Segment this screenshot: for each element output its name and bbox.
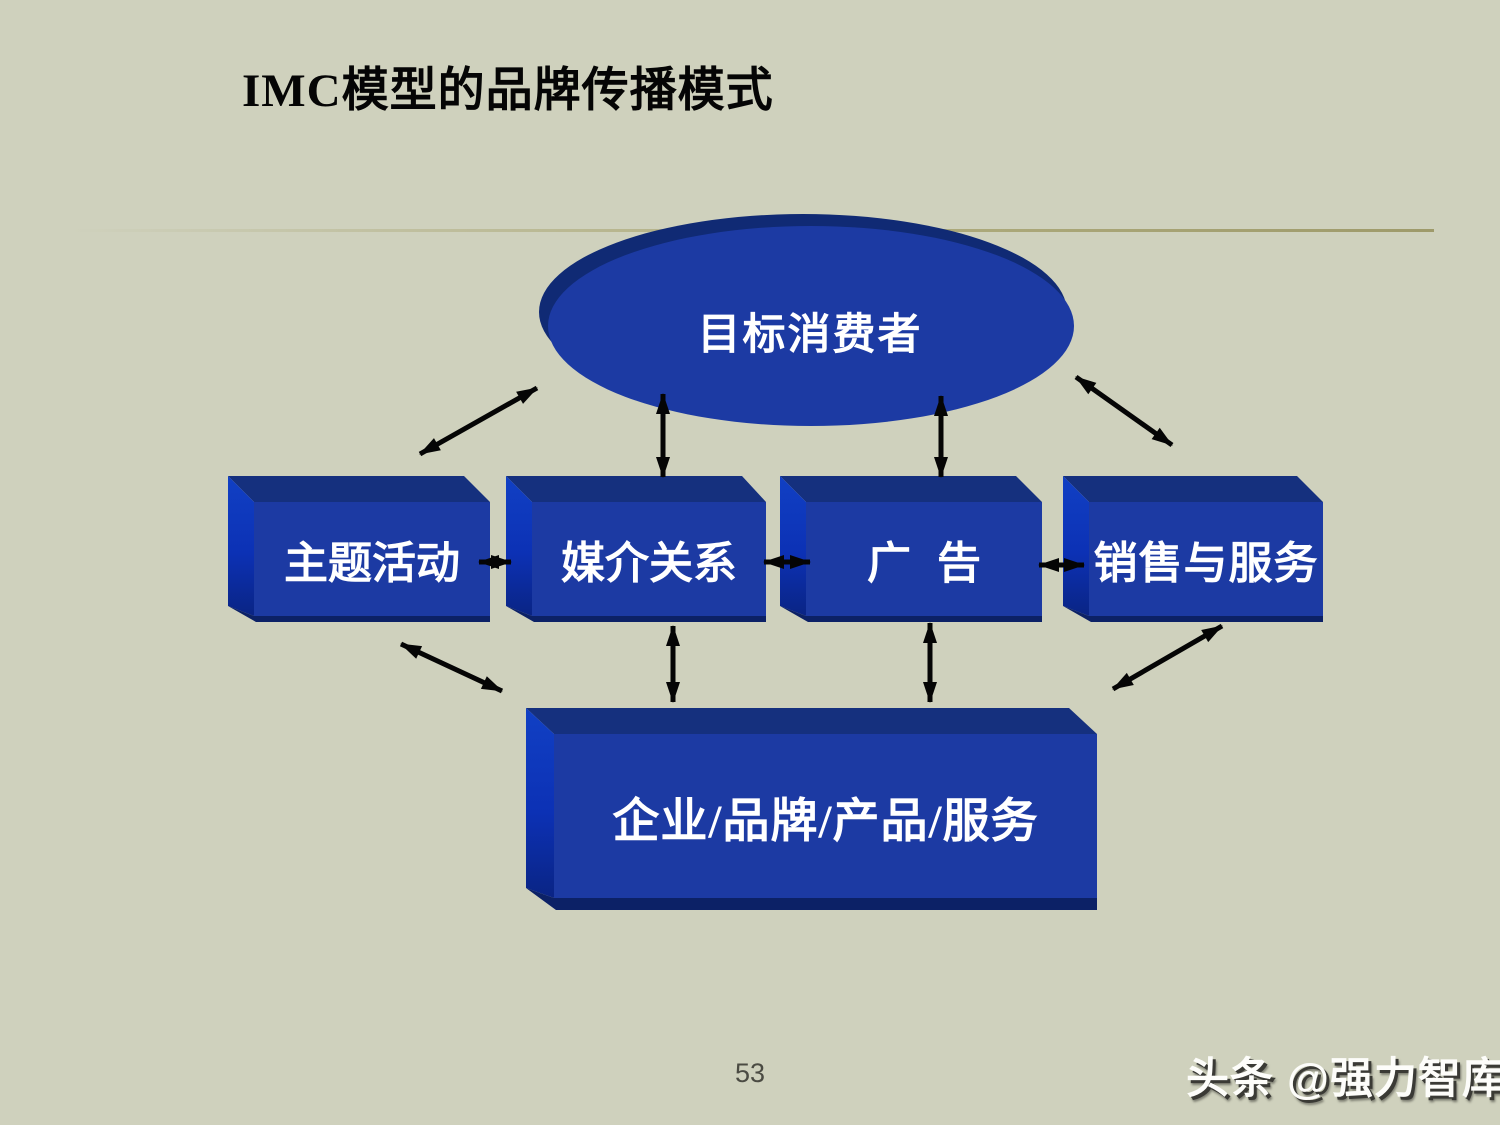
channel-box-sales-service bbox=[1063, 476, 1323, 622]
channel-box-media-relations-label: 媒介关系 bbox=[561, 539, 737, 588]
arrow-box1-source bbox=[399, 641, 504, 694]
arrow-ellipse-box4 bbox=[1074, 374, 1174, 448]
consumer-ellipse-front-face bbox=[548, 226, 1074, 426]
consumer-ellipse bbox=[539, 214, 1074, 426]
slide-title: IMC模型的品牌传播模式 bbox=[242, 65, 774, 117]
page-number: 53 bbox=[734, 1058, 766, 1088]
source-box bbox=[526, 708, 1097, 910]
channel-box-advertising-label: 广告 bbox=[867, 539, 1007, 588]
source-box-label: 企业/品牌/产品/服务 bbox=[612, 795, 1039, 848]
watermark: 头条 @强力智库 bbox=[1186, 1055, 1500, 1103]
channel-box-theme-activities-label: 主题活动 bbox=[284, 539, 460, 588]
channel-box-sales-service-label: 销售与服务 bbox=[1093, 539, 1319, 588]
arrow-layer bbox=[399, 374, 1224, 703]
consumer-ellipse-label: 目标消费者 bbox=[697, 312, 923, 359]
arrow-box4-source bbox=[1111, 623, 1224, 692]
channel-box-media-relations bbox=[506, 476, 766, 622]
channel-box-theme-activities bbox=[228, 476, 490, 622]
channel-box-advertising bbox=[780, 476, 1042, 622]
arrow-ellipse-box1 bbox=[418, 385, 539, 457]
